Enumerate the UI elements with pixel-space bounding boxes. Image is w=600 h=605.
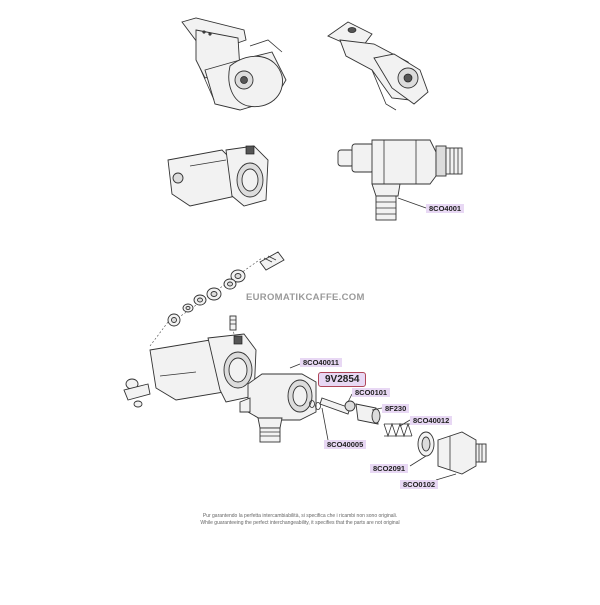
part-label-8co0101: 8CO0101 [352,388,391,397]
part-label-8co0102: 8CO0102 [400,480,439,489]
exploded-clamp-assembly [123,251,285,408]
leader-lines [289,197,457,481]
part-label-8co4001: 8CO4001 [426,204,465,213]
footer-disclaimer-english: While guaranteeing the perfect interchan… [200,520,400,526]
part-label-9v2854-highlighted: 9V2854 [318,372,367,387]
arm-bearing-part [327,21,429,111]
bracket-cam-part [181,17,287,111]
part-label-8co2091: 8CO2091 [370,464,409,473]
part-label-8co40005: 8CO40005 [324,440,367,449]
valve-body-part [337,139,463,221]
part-label-8f230: 8F230 [382,404,410,413]
part-label-8co40012: 8CO40012 [410,416,453,425]
exploded-valve-assembly [239,373,487,475]
part-label-8co40011: 8CO40011 [300,358,342,367]
watermark-text: EUROMATIKCAFFE.COM [246,292,365,303]
footer-disclaimer-italian: Pur garantendo la perfetta intercambiabi… [202,513,398,519]
clamp-block-part [167,145,269,207]
